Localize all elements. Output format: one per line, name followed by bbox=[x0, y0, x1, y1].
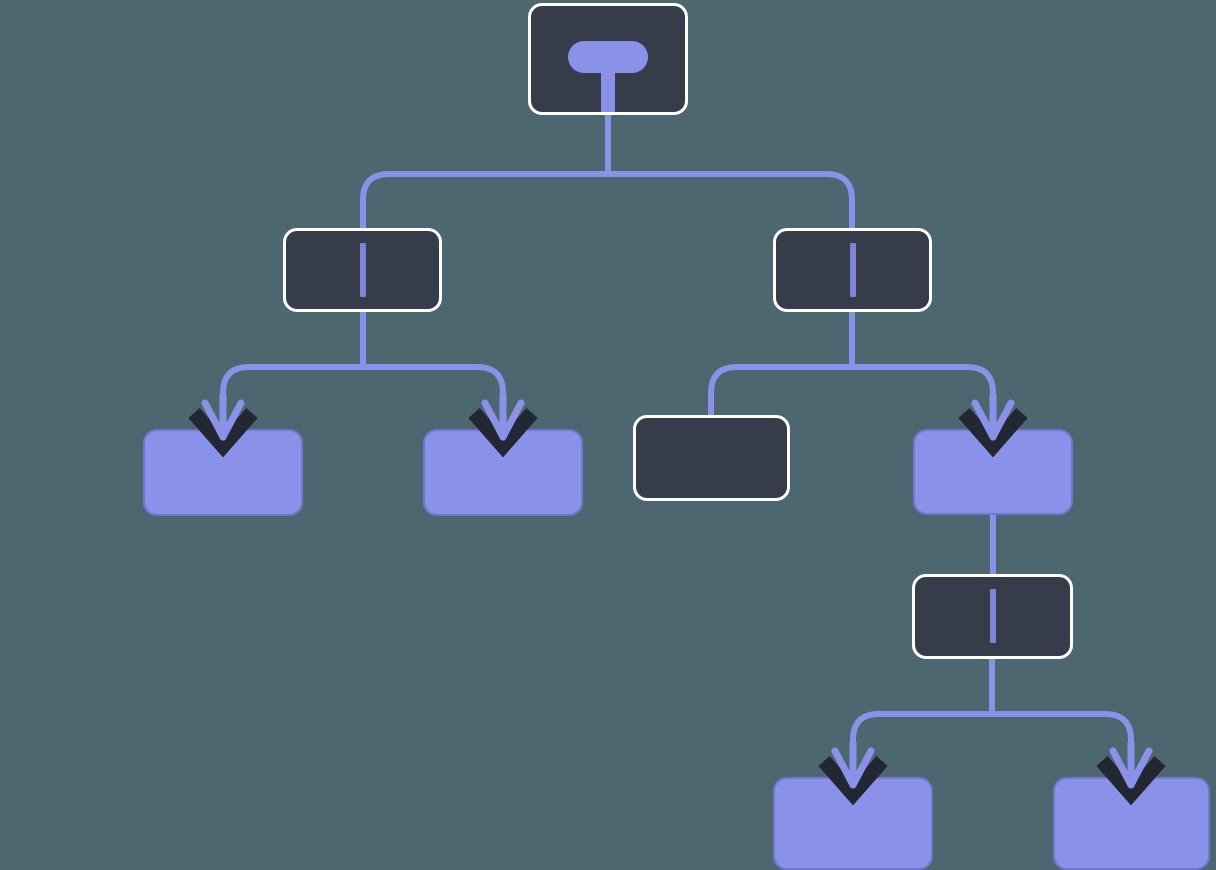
vertical-bar-icon bbox=[849, 243, 856, 297]
node-leaf-bottom-2[interactable] bbox=[1053, 777, 1210, 870]
vertical-bar-icon bbox=[359, 243, 366, 297]
node-leaf-left-2[interactable] bbox=[423, 429, 583, 516]
pill-stem bbox=[601, 66, 615, 112]
node-right[interactable] bbox=[913, 429, 1073, 515]
vertical-bar-icon bbox=[989, 589, 996, 643]
connector-left-leaves bbox=[220, 364, 506, 438]
connector-bottom-leaves bbox=[850, 711, 1134, 786]
node-leaf-middle-dark[interactable] bbox=[633, 415, 790, 501]
node-root[interactable] bbox=[528, 3, 688, 115]
node-branch-left[interactable] bbox=[283, 228, 442, 312]
pill-toggle-icon bbox=[568, 41, 648, 73]
connector-level2 bbox=[360, 171, 855, 230]
connector-right-leaves bbox=[708, 364, 996, 438]
node-leaf-left-1[interactable] bbox=[143, 429, 303, 516]
node-leaf-bottom-1[interactable] bbox=[773, 777, 933, 870]
node-branch-right[interactable] bbox=[773, 228, 932, 312]
node-branch-right-2[interactable] bbox=[912, 574, 1073, 659]
